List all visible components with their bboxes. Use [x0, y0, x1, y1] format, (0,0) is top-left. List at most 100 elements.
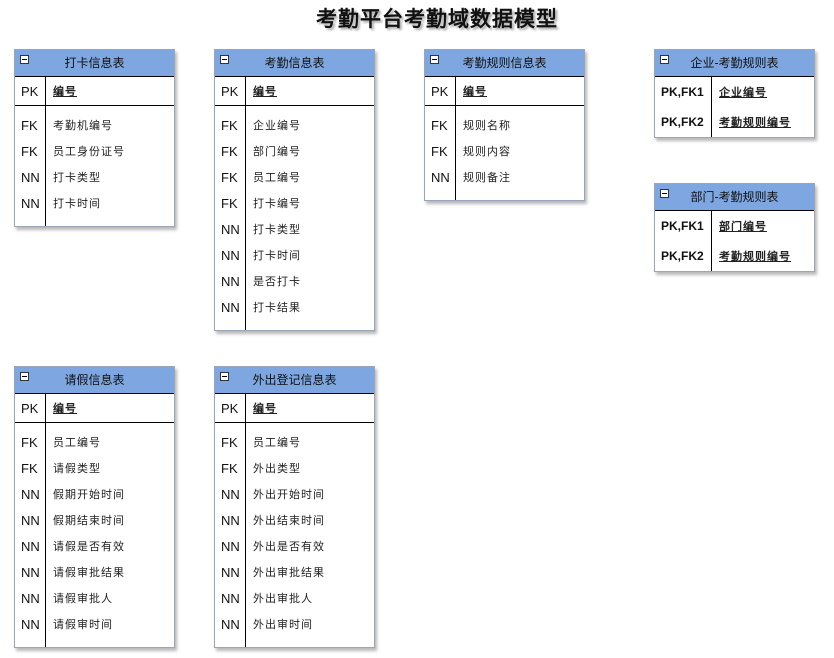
column-divider [455, 77, 456, 200]
row-spacer [215, 320, 374, 330]
collapse-icon[interactable] [660, 189, 669, 198]
key-type-label: PK,FK2 [661, 115, 704, 129]
key-type-label: NN [221, 590, 240, 606]
column-divider [711, 211, 712, 271]
attribute-name: 员工编号 [253, 171, 301, 184]
attribute-row[interactable]: NN 假期开始时间 [15, 481, 174, 507]
attribute-name: 假期开始时间 [53, 488, 125, 501]
attribute-name: 考勤规则编号 [719, 116, 791, 129]
attribute-name: 考勤规则编号 [719, 250, 791, 263]
key-type-label: FK [221, 143, 238, 159]
key-type-label: PK,FK1 [661, 85, 704, 99]
attribute-row[interactable]: FK 员工编号 [215, 164, 374, 190]
attribute-name: 员工编号 [253, 436, 301, 449]
attribute-name: 打卡结果 [253, 301, 301, 314]
collapse-icon[interactable] [660, 55, 669, 64]
key-type-label: NN [221, 486, 240, 502]
column-divider [711, 77, 712, 137]
entity-header[interactable]: 企业-考勤规则表 [655, 50, 814, 77]
attribute-name: 编号 [253, 402, 277, 415]
key-type-label: NN [21, 616, 40, 632]
collapse-icon[interactable] [220, 372, 229, 381]
collapse-icon[interactable] [220, 55, 229, 64]
attribute-name: 假期结束时间 [53, 514, 125, 527]
attribute-name: 外出类型 [253, 462, 301, 475]
attribute-row[interactable]: PK,FK2 考勤规则编号 [655, 107, 814, 137]
key-type-label: NN [21, 486, 40, 502]
attribute-name: 企业编号 [253, 119, 301, 132]
attribute-row[interactable]: NN 假期结束时间 [15, 507, 174, 533]
key-type-label: NN [21, 512, 40, 528]
key-type-label: FK [221, 169, 238, 185]
key-type-label: PK,FK2 [661, 249, 704, 263]
row-spacer [15, 637, 174, 647]
page-title: 考勤平台考勤域数据模型 [316, 6, 558, 31]
attribute-name: 请假审批人 [53, 592, 113, 605]
column-divider [45, 77, 46, 226]
attribute-name: 是否打卡 [253, 275, 301, 288]
entity-header[interactable]: 考勤信息表 [215, 50, 374, 77]
key-type-label: PK [21, 400, 39, 416]
key-type-label: FK [21, 143, 38, 159]
attribute-row[interactable]: FK 员工身份证号 [15, 138, 174, 164]
attribute-name: 外出结束时间 [253, 514, 325, 527]
attribute-row[interactable]: NN 外出开始时间 [215, 481, 374, 507]
collapse-icon[interactable] [430, 55, 439, 64]
collapse-icon[interactable] [20, 372, 29, 381]
attribute-name: 打卡类型 [253, 223, 301, 236]
attribute-name: 外出开始时间 [253, 488, 325, 501]
entity-header[interactable]: 外出登记信息表 [215, 367, 374, 394]
entity-title: 外出登记信息表 [252, 373, 337, 387]
attribute-name: 外出审时间 [253, 618, 313, 631]
collapse-icon[interactable] [20, 55, 29, 64]
attribute-row[interactable]: PK,FK2 考勤规则编号 [655, 241, 814, 271]
entity-header[interactable]: 考勤规则信息表 [425, 50, 584, 77]
attribute-name: 员工身份证号 [53, 145, 125, 158]
entity-header[interactable]: 请假信息表 [15, 367, 174, 394]
attribute-name: 外出是否有效 [253, 540, 325, 553]
attribute-name: 规则内容 [463, 145, 511, 158]
entity-header[interactable]: 打卡信息表 [15, 50, 174, 77]
entity-header[interactable]: 部门-考勤规则表 [655, 184, 814, 211]
